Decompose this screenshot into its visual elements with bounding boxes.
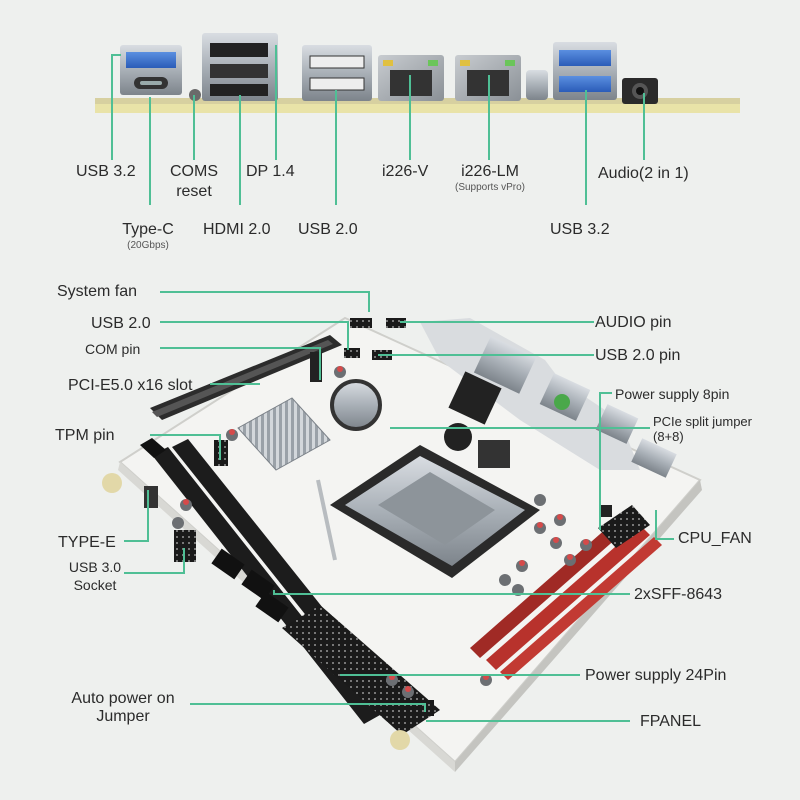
callout-lines (111, 45, 674, 722)
label-usb20: USB 2.0 (298, 221, 358, 238)
label-i226v: i226-V (382, 163, 429, 180)
label-system-fan: System fan (57, 283, 138, 300)
label-hdmi: HDMI 2.0 (203, 221, 271, 238)
label-pcie-split-line1: PCIe split jumper (653, 414, 752, 429)
label-auto-power-line2: Jumper (96, 708, 150, 725)
label-usb20-pin: USB 2.0 pin (595, 347, 681, 364)
label-type-e: TYPE-E (58, 534, 116, 551)
label-audio: Audio(2 in 1) (598, 165, 689, 182)
label-pcie-split: PCIe split jumper (8+8) (653, 414, 752, 444)
label-power-24pin: Power supply 24Pin (585, 667, 727, 684)
label-usb30-socket: USB 3.0 Socket (58, 558, 132, 594)
label-board-usb20: USB 2.0 (91, 315, 151, 332)
label-power-8pin: Power supply 8pin (615, 386, 730, 402)
label-tpm-pin: TPM pin (55, 427, 115, 444)
label-usb30-line1: USB 3.0 (68, 559, 122, 575)
label-pcie-slot: PCI-E5.0 x16 slot (68, 377, 193, 394)
label-usb32-right: USB 3.2 (550, 221, 610, 238)
label-coms-reset-line2: reset (176, 183, 212, 200)
label-usb30-line2: Socket (73, 577, 117, 593)
label-com-pin: COM pin (85, 341, 141, 357)
label-coms-reset-line1: COMS (170, 163, 218, 180)
label-type-c-sub: (20Gbps) (127, 240, 169, 251)
label-audio-pin: AUDIO pin (595, 314, 672, 331)
label-i226lm-text: i226-LM (461, 163, 519, 180)
label-coms-reset: COMS reset (164, 162, 224, 202)
label-type-c: Type-C (20Gbps) (113, 220, 183, 252)
label-usb32-left: USB 3.2 (76, 163, 136, 180)
label-sff: 2xSFF-8643 (634, 586, 723, 603)
label-fpanel: FPANEL (640, 713, 702, 730)
label-cpu-fan: CPU_FAN (678, 530, 752, 547)
label-auto-power: Auto power on Jumper (58, 690, 188, 726)
label-dp: DP 1.4 (246, 163, 295, 180)
label-auto-power-line1: Auto power on (71, 690, 175, 707)
label-type-c-text: Type-C (122, 221, 174, 238)
label-i226lm: i226-LM (Supports vPro) (444, 162, 536, 194)
label-pcie-split-line2: (8+8) (653, 429, 684, 444)
label-i226lm-sub: (Supports vPro) (454, 182, 526, 193)
